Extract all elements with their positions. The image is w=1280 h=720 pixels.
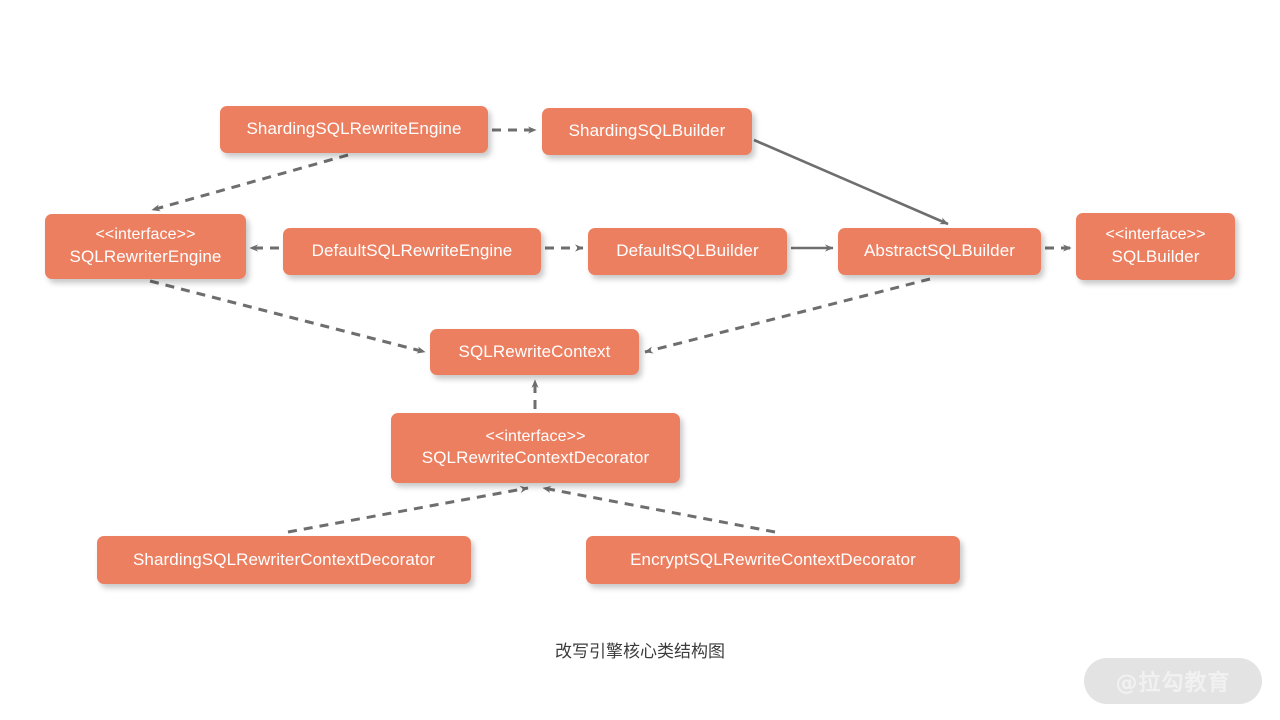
class-name-label: SQLRewriteContextDecorator (421, 448, 650, 468)
class-name-label: DefaultSQLBuilder (616, 241, 759, 261)
class-node-default-sql-builder[interactable]: DefaultSQLBuilder (588, 228, 787, 275)
class-name-label: ShardingSQLRewriteEngine (246, 119, 462, 139)
edge-sql-rewriter-engine-to-context (149, 279, 426, 354)
edge-abstract-builder-to-context (644, 277, 931, 354)
class-node-sharding-sql-builder[interactable]: ShardingSQLBuilder (542, 108, 752, 155)
diagram-caption: 改写引擎核心类结构图 (555, 642, 725, 662)
stereotype-label: <<interface>> (1105, 226, 1206, 244)
edge-sharding-engine-to-sql-rewriter-engine (151, 153, 349, 212)
class-node-sql-rewriter-engine[interactable]: <<interface>> SQLRewriterEngine (45, 214, 246, 279)
class-node-abstract-sql-builder[interactable]: AbstractSQLBuilder (838, 228, 1041, 275)
stereotype-label: <<interface>> (485, 427, 586, 445)
edge-sharding-builder-to-abstract-sql-builder (753, 138, 949, 226)
edge-sharding-decorator-to-decorator (287, 485, 529, 534)
class-name-label: DefaultSQLRewriteEngine (311, 241, 513, 261)
stereotype-label: <<interface>> (95, 226, 196, 244)
class-name-label: ShardingSQLRewriterContextDecorator (132, 549, 436, 569)
class-node-encrypt-sql-rewrite-context-decorator[interactable]: EncryptSQLRewriteContextDecorator (586, 536, 960, 584)
class-node-sharding-sql-rewriter-context-decorator[interactable]: ShardingSQLRewriterContextDecorator (97, 536, 471, 584)
class-node-sql-rewrite-context[interactable]: SQLRewriteContext (430, 329, 639, 375)
class-node-sharding-sql-rewrite-engine[interactable]: ShardingSQLRewriteEngine (220, 106, 488, 153)
class-name-label: SQLBuilder (1111, 246, 1200, 266)
class-node-sql-rewrite-context-decorator[interactable]: <<interface>> SQLRewriteContextDecorator (391, 413, 680, 483)
edge-encrypt-decorator-to-decorator (542, 485, 776, 534)
class-node-default-sql-rewrite-engine[interactable]: DefaultSQLRewriteEngine (283, 228, 541, 275)
class-name-label: AbstractSQLBuilder (863, 241, 1016, 261)
watermark-badge: @拉勾教育 (1084, 658, 1262, 704)
watermark-text: @拉勾教育 (1115, 671, 1231, 696)
class-node-sql-builder[interactable]: <<interface>> SQLBuilder (1076, 213, 1235, 280)
class-name-label: ShardingSQLBuilder (568, 121, 726, 141)
class-name-label: EncryptSQLRewriteContextDecorator (630, 549, 916, 569)
class-name-label: SQLRewriterEngine (69, 246, 222, 266)
class-name-label: SQLRewriteContext (458, 341, 611, 361)
